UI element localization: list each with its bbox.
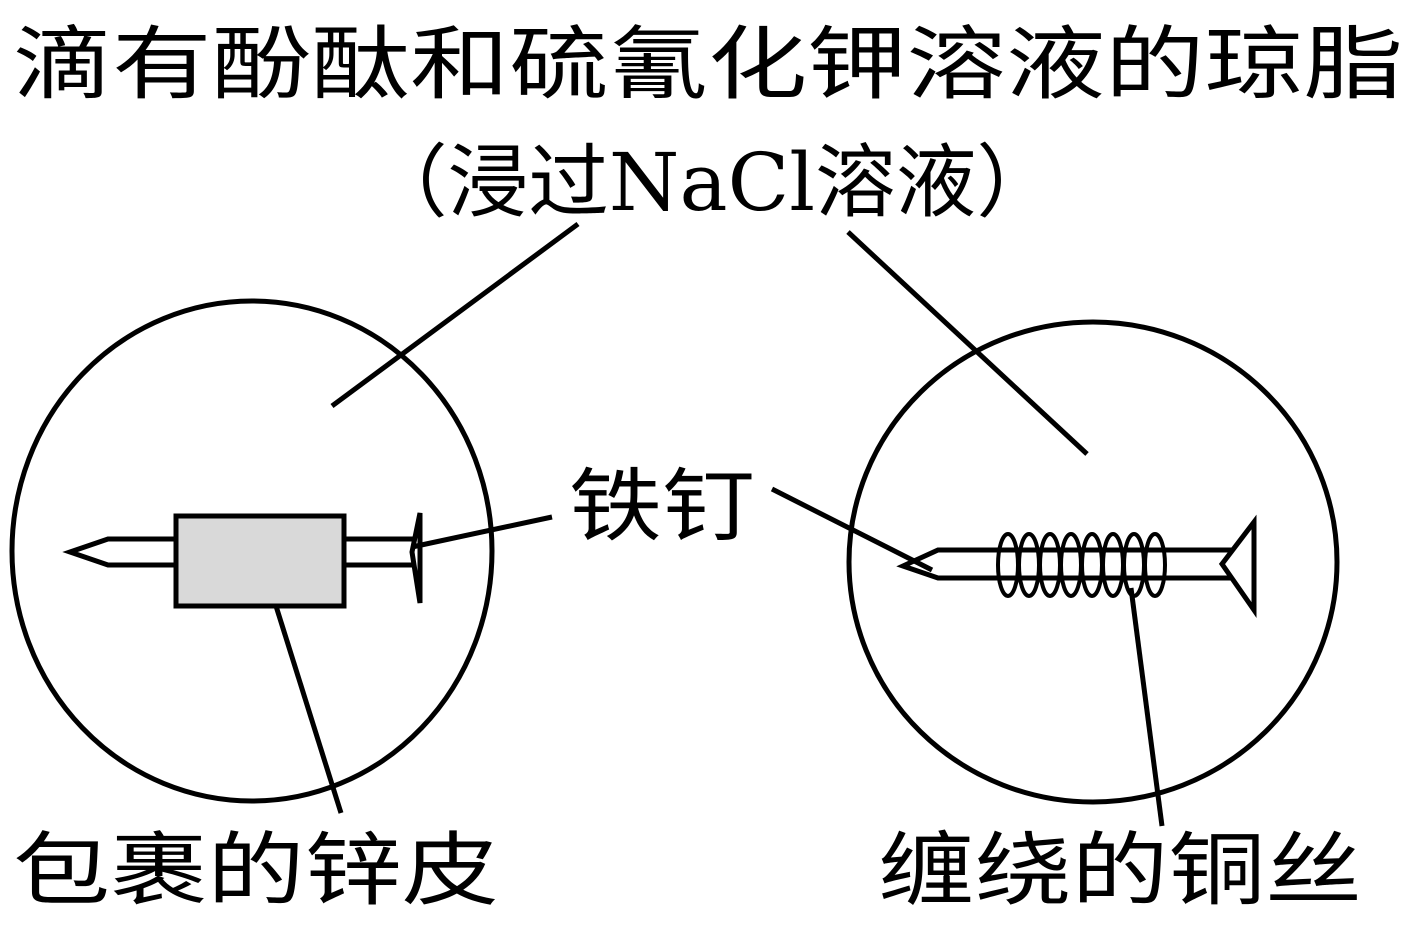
agar-label-line1: 滴有酚酞和硫氰化钾溶液的琼脂 [13, 18, 1403, 111]
agar-leader-right [846, 230, 1089, 456]
iron-nail-leader-right [770, 486, 934, 573]
zinc-wrap-label: 包裹的锌皮 [13, 824, 499, 917]
agar-leader-left [330, 221, 580, 409]
zinc-wrap [173, 513, 347, 609]
zinc-leader [273, 605, 344, 814]
agar-label-line2: （浸过NaCl溶液） [367, 136, 1057, 229]
left-agar-dish [9, 298, 495, 804]
iron-nail-leader-left [411, 514, 553, 550]
iron-nail-label: 铁钉 [569, 460, 755, 553]
copper-wire-label: 缠绕的铜丝 [878, 824, 1362, 917]
right-iron-nail [896, 514, 1257, 618]
right-agar-dish [846, 319, 1340, 805]
copper-leader [1128, 587, 1165, 827]
